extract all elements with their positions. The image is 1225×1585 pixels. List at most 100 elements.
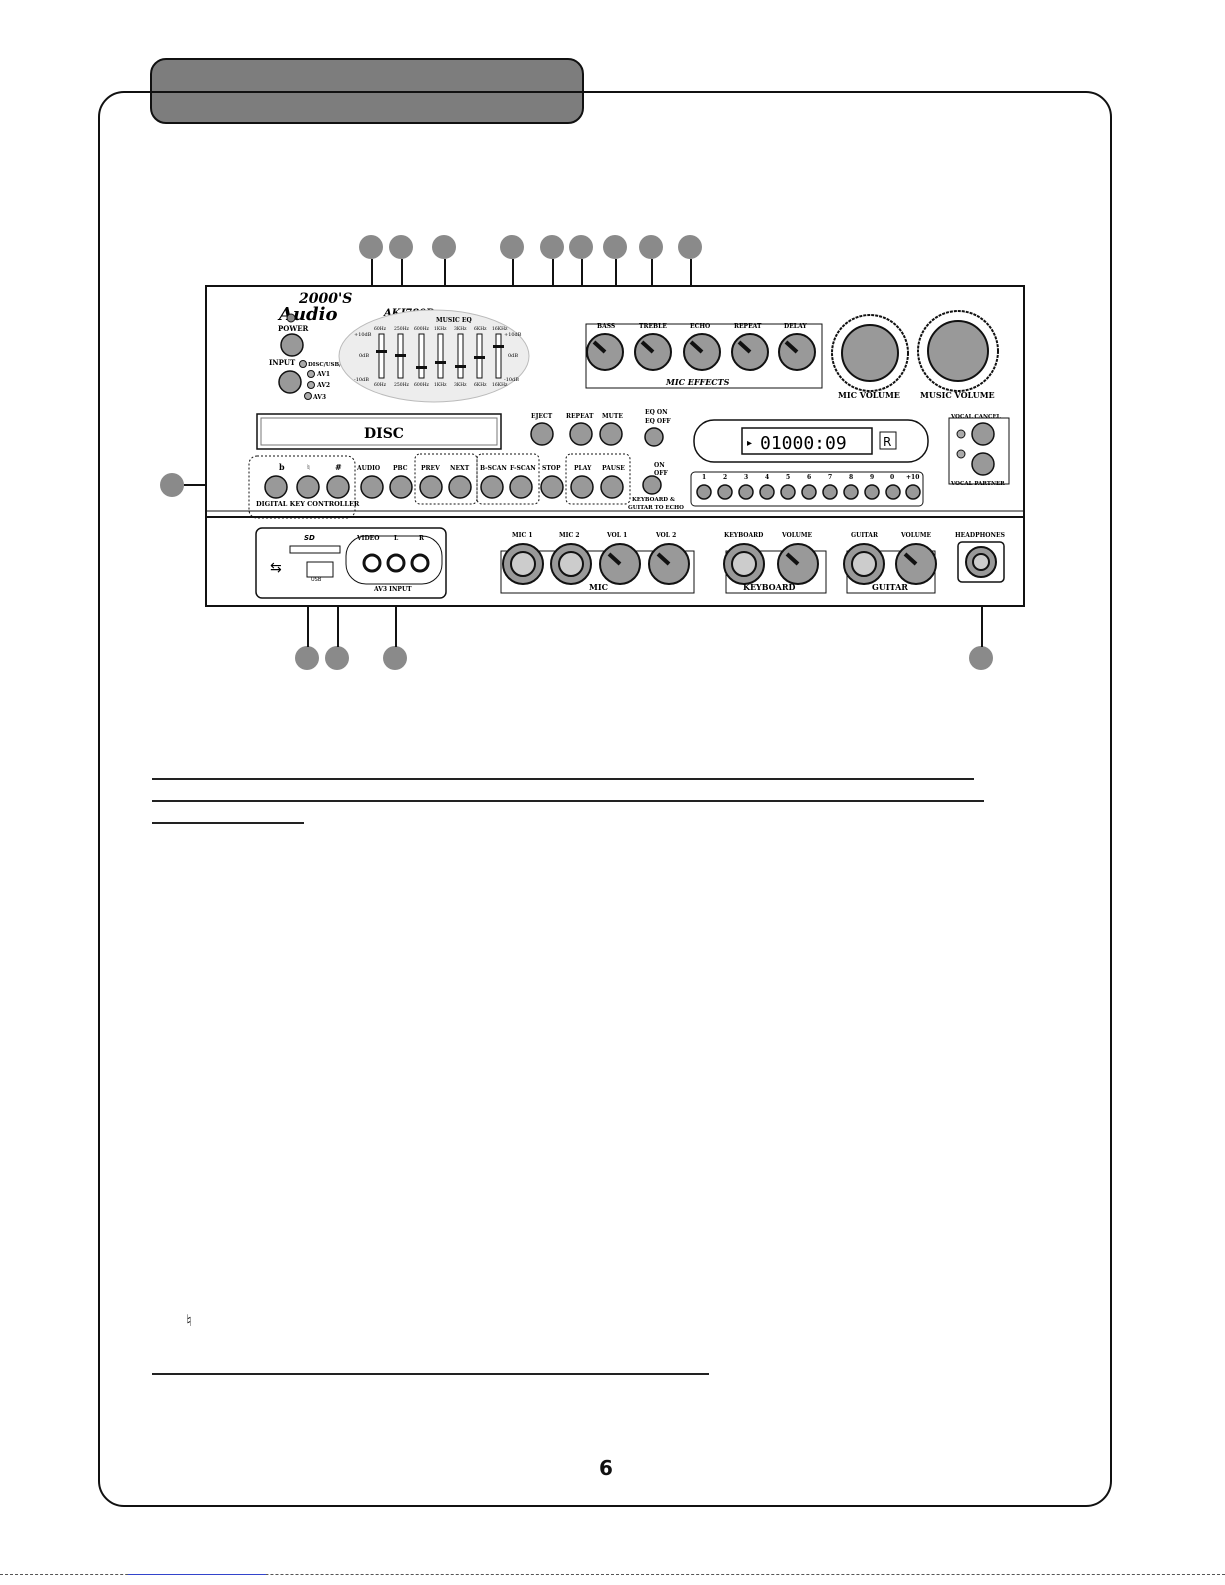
callout-marker bbox=[540, 235, 564, 259]
effects-knob-label: DELAY bbox=[784, 323, 807, 330]
guitar-section-label: GUITAR bbox=[851, 532, 879, 539]
eq-band-label: 3KHz bbox=[454, 326, 467, 332]
mic-effects-label: MIC EFFECTS bbox=[665, 377, 730, 387]
input-label: INPUT bbox=[269, 358, 296, 367]
av3-left-jack[interactable] bbox=[386, 553, 406, 573]
key-flat-button[interactable] bbox=[264, 475, 288, 499]
key-natural-button[interactable] bbox=[296, 475, 320, 499]
prev-button[interactable] bbox=[419, 475, 443, 499]
keyboard-guitar-echo-button[interactable] bbox=[642, 475, 662, 495]
vocal-partner-button[interactable] bbox=[971, 452, 995, 476]
front-panel-illustration: 2000'S Audio AKJ780D POWER INPUT DISC/US… bbox=[205, 285, 1025, 607]
eq-sliders[interactable] bbox=[376, 333, 504, 379]
play-button[interactable] bbox=[570, 475, 594, 499]
pbc-button[interactable] bbox=[389, 475, 413, 499]
usb-port[interactable] bbox=[306, 561, 334, 578]
eq-band-label: 600Hz bbox=[414, 326, 430, 332]
eq-band-label: 1KHz bbox=[434, 382, 447, 388]
eq-band-label: 250Hz bbox=[394, 382, 410, 388]
mic-volume-knob[interactable] bbox=[841, 324, 899, 382]
bscan-button[interactable] bbox=[480, 475, 504, 499]
stop-label: STOP bbox=[542, 465, 561, 472]
next-button[interactable] bbox=[448, 475, 472, 499]
eq-gain-mid: 0dB bbox=[359, 353, 369, 359]
callout-marker bbox=[160, 473, 184, 497]
av3-right-jack[interactable] bbox=[410, 553, 430, 573]
fscan-button[interactable] bbox=[509, 475, 533, 499]
pause-label: PAUSE bbox=[602, 465, 625, 472]
music-eq-label: MUSIC EQ bbox=[436, 317, 472, 324]
number-key-button[interactable] bbox=[696, 484, 712, 500]
eq-band-label: 250Hz bbox=[394, 326, 410, 332]
av3-input-label: AV3 INPUT bbox=[373, 586, 412, 593]
sd-card-slot[interactable] bbox=[289, 545, 341, 554]
av3-video-jack[interactable] bbox=[362, 553, 382, 573]
input-option: AV2 bbox=[316, 382, 330, 389]
number-key-label: 9 bbox=[870, 474, 874, 481]
callout-marker bbox=[569, 235, 593, 259]
number-key-label: 3 bbox=[744, 474, 748, 481]
callout-marker bbox=[678, 235, 702, 259]
eq-band-label: 6KHz bbox=[474, 382, 487, 388]
number-key-button[interactable] bbox=[822, 484, 838, 500]
eq-gain-top: +10dB bbox=[354, 332, 372, 338]
stop-button[interactable] bbox=[540, 475, 564, 499]
eq-gain-bottom: -10dB bbox=[354, 377, 369, 383]
pause-button[interactable] bbox=[600, 475, 624, 499]
eq-on-off-button[interactable] bbox=[644, 427, 664, 447]
number-key-label: 7 bbox=[828, 474, 832, 481]
number-key-button[interactable] bbox=[801, 484, 817, 500]
repeat-button[interactable] bbox=[569, 422, 593, 446]
eq-band-label: 1KHz bbox=[434, 326, 447, 332]
music-volume-label: MUSIC VOLUME bbox=[920, 390, 995, 400]
input-option: AV1 bbox=[316, 371, 330, 378]
number-key-button[interactable] bbox=[843, 484, 859, 500]
kb-on-label: ON bbox=[654, 462, 665, 469]
kb-echo-label: KEYBOARD & bbox=[632, 497, 675, 503]
eq-band-label: 600Hz bbox=[414, 382, 430, 388]
input-button[interactable] bbox=[278, 370, 302, 394]
mute-label: MUTE bbox=[602, 413, 623, 420]
keyboard-section-label: VOLUME bbox=[781, 532, 813, 539]
eq-band-label: 60Hz bbox=[374, 326, 387, 332]
number-key-label: 4 bbox=[765, 474, 769, 481]
power-button[interactable] bbox=[280, 333, 304, 357]
number-key-button[interactable] bbox=[759, 484, 775, 500]
mic-section-label: MIC 2 bbox=[559, 532, 580, 539]
sd-label: SD bbox=[304, 534, 315, 542]
eject-button[interactable] bbox=[530, 422, 554, 446]
audio-button[interactable] bbox=[360, 475, 384, 499]
callout-marker bbox=[969, 646, 993, 670]
eq-band-label: 3KHz bbox=[454, 382, 467, 388]
callout-marker bbox=[603, 235, 627, 259]
number-key-button[interactable] bbox=[905, 484, 921, 500]
keyboard-section-label: KEYBOARD bbox=[724, 532, 763, 539]
number-key-label: 1 bbox=[702, 474, 706, 481]
key-sharp-button[interactable] bbox=[326, 475, 350, 499]
brand-top: 2000'S bbox=[298, 291, 352, 307]
vocal-cancel-button[interactable] bbox=[971, 422, 995, 446]
digital-key-label: DIGITAL KEY CONTROLLER bbox=[256, 500, 360, 508]
footer-strip bbox=[0, 1574, 1225, 1575]
disc-label: DISC bbox=[364, 426, 404, 442]
mute-button[interactable] bbox=[599, 422, 623, 446]
text-rule bbox=[152, 800, 984, 802]
number-key-button[interactable] bbox=[780, 484, 796, 500]
play-indicator-icon: ▸ bbox=[747, 438, 752, 449]
number-key-button[interactable] bbox=[864, 484, 880, 500]
number-key-button[interactable] bbox=[738, 484, 754, 500]
ir-indicator: R bbox=[883, 435, 891, 449]
mic-volume-label: MIC VOLUME bbox=[838, 390, 900, 400]
vocal-cancel-label: VOCAL CANCEL bbox=[950, 414, 1001, 420]
number-key-button[interactable] bbox=[717, 484, 733, 500]
number-key-button[interactable] bbox=[885, 484, 901, 500]
guitar-section-title: GUITAR bbox=[872, 582, 908, 592]
number-key-label: 2 bbox=[723, 474, 727, 481]
callout-leader bbox=[307, 575, 309, 647]
usb-label: USB bbox=[311, 577, 322, 583]
disc-tray[interactable] bbox=[256, 413, 502, 450]
eq-band-label: 16KHz bbox=[492, 326, 508, 332]
music-volume-knob[interactable] bbox=[927, 320, 989, 382]
eq-band-label: 6KHz bbox=[474, 326, 487, 332]
natural-symbol: ♮ bbox=[186, 1311, 192, 1330]
